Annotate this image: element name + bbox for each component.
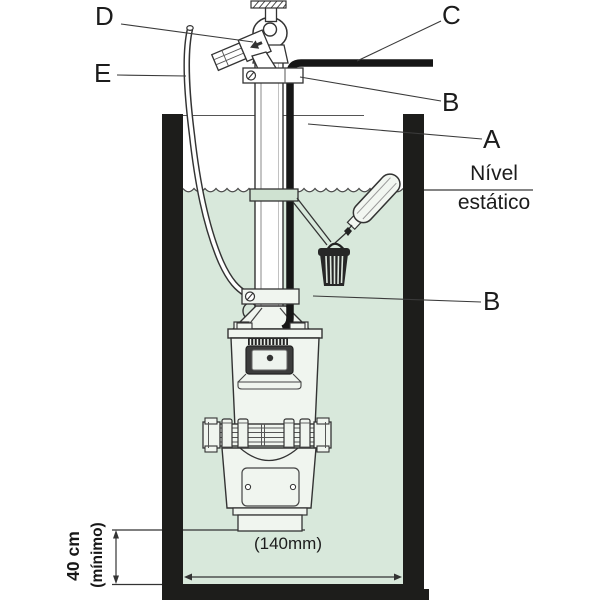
well-wall-right <box>403 114 424 600</box>
leader-b-upper <box>299 76 442 102</box>
upper-clamp <box>242 67 304 84</box>
well-wall <box>162 114 429 600</box>
leader-lines <box>116 20 483 303</box>
well-wall-left <box>162 114 183 600</box>
flow-arrow-icon <box>250 40 263 49</box>
callout-b-upper-label: B <box>442 87 460 117</box>
leader-a <box>307 123 483 140</box>
ceiling-mount <box>250 0 287 9</box>
cable-connector <box>344 227 352 236</box>
callout-e-label: E <box>94 58 112 88</box>
hanger-rod <box>264 6 278 23</box>
counterweight <box>318 242 350 286</box>
callout-a-label: A <box>483 124 501 154</box>
static-level-label-line1: Nível <box>470 162 518 185</box>
clamp-bolts <box>221 418 311 452</box>
pump-foot <box>237 514 303 532</box>
callout-c-label: C <box>442 0 461 30</box>
callout-b-lower-label: B <box>483 286 501 316</box>
discharge-pipe <box>254 57 284 309</box>
band-clamp <box>202 417 332 453</box>
depth-dimension-label: 40 cm <box>63 531 83 581</box>
callout-d-label: D <box>95 1 114 31</box>
power-cable <box>183 25 248 297</box>
static-level-label-line2: estático <box>457 191 531 214</box>
pump-foot-step <box>232 507 308 516</box>
pipe-collar <box>249 188 299 202</box>
leader-e <box>116 74 187 77</box>
depth-dimension-qualifier: (mínimo) <box>89 522 106 588</box>
leader-c <box>356 20 442 62</box>
width-dimension <box>184 573 402 581</box>
pump-shoulder-plate <box>227 328 323 339</box>
leader-d <box>120 23 254 43</box>
leader-b-lower <box>312 295 482 303</box>
lower-clamp <box>241 288 300 305</box>
width-dimension-label: (140mm) <box>253 534 322 553</box>
float-switch <box>292 173 401 286</box>
vent-grille <box>248 338 288 345</box>
vibratory-pump <box>202 322 332 532</box>
well-floor <box>162 584 424 600</box>
pump-lower-housing <box>221 447 317 532</box>
